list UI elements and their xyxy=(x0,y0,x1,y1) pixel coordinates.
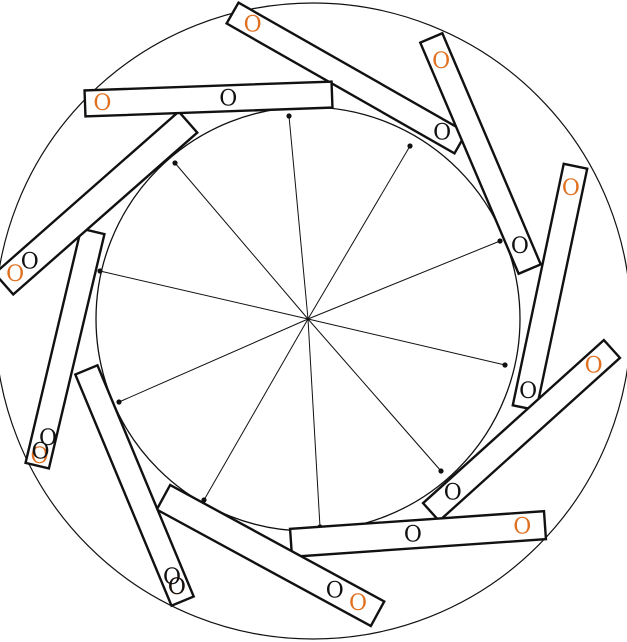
blade-label: O xyxy=(32,440,50,465)
radial-line xyxy=(307,145,411,320)
blade-label: O xyxy=(519,379,537,404)
pivot-dot xyxy=(497,238,503,244)
blade-accent-label: O xyxy=(513,515,531,540)
blade-body xyxy=(224,0,469,156)
blade-accent-label: O xyxy=(244,13,262,38)
blade-accent-label: O xyxy=(168,575,186,600)
blade-accent-label: O xyxy=(349,591,367,616)
blade: OO xyxy=(418,31,543,276)
blade: OO xyxy=(224,0,469,156)
blade-accent-label: O xyxy=(585,353,603,378)
blade-body xyxy=(511,162,589,412)
radial-lines xyxy=(97,113,508,530)
radial-line xyxy=(174,162,309,320)
blade-accent-label: O xyxy=(31,444,49,469)
blade-body xyxy=(418,31,543,276)
pivot-dot xyxy=(201,497,207,503)
blade: OO xyxy=(155,483,386,628)
radial-line xyxy=(307,240,501,320)
radial-line xyxy=(288,115,309,320)
blade-label: O xyxy=(511,234,529,259)
blade-accent-label: O xyxy=(562,176,580,201)
blade-accent-label: O xyxy=(93,91,111,116)
blade-label: O xyxy=(404,522,422,547)
radial-line xyxy=(307,318,321,528)
radial-line xyxy=(118,318,309,403)
radial-line xyxy=(307,318,442,472)
blade-label: O xyxy=(21,249,39,274)
blade-label: O xyxy=(39,426,57,451)
blade-body xyxy=(24,227,106,470)
blade-body xyxy=(73,363,196,608)
pivot-dot xyxy=(407,143,413,149)
radial-line xyxy=(99,270,309,320)
blade-label: O xyxy=(163,565,181,590)
blade-body xyxy=(83,80,334,118)
pivot-dot xyxy=(172,160,178,166)
blade-label: O xyxy=(326,578,344,603)
blade-accent-label: O xyxy=(432,49,450,74)
blade-label: O xyxy=(219,86,237,111)
blade-label: O xyxy=(433,121,451,146)
pivot-dot xyxy=(502,362,508,368)
pivot-dot xyxy=(438,468,444,474)
blade-accent-label: O xyxy=(6,262,24,287)
blade-label: O xyxy=(168,575,186,600)
blade-body xyxy=(288,509,548,559)
blade-body xyxy=(155,483,386,628)
blade: OO xyxy=(421,338,622,523)
pivot-dot xyxy=(286,113,292,119)
blade-body xyxy=(421,338,622,523)
radial-line xyxy=(203,318,309,501)
blade-label: O xyxy=(444,480,462,505)
blade: OO xyxy=(0,109,199,297)
blade: OO xyxy=(39,426,181,590)
pivot-dot xyxy=(116,399,122,405)
blade: OO xyxy=(511,162,589,412)
blade: OO xyxy=(288,509,548,559)
blade-body xyxy=(0,109,199,297)
pivot-dot xyxy=(97,268,103,274)
blade: OO xyxy=(24,227,106,470)
radial-line xyxy=(307,318,506,366)
blade: OO xyxy=(73,363,196,608)
